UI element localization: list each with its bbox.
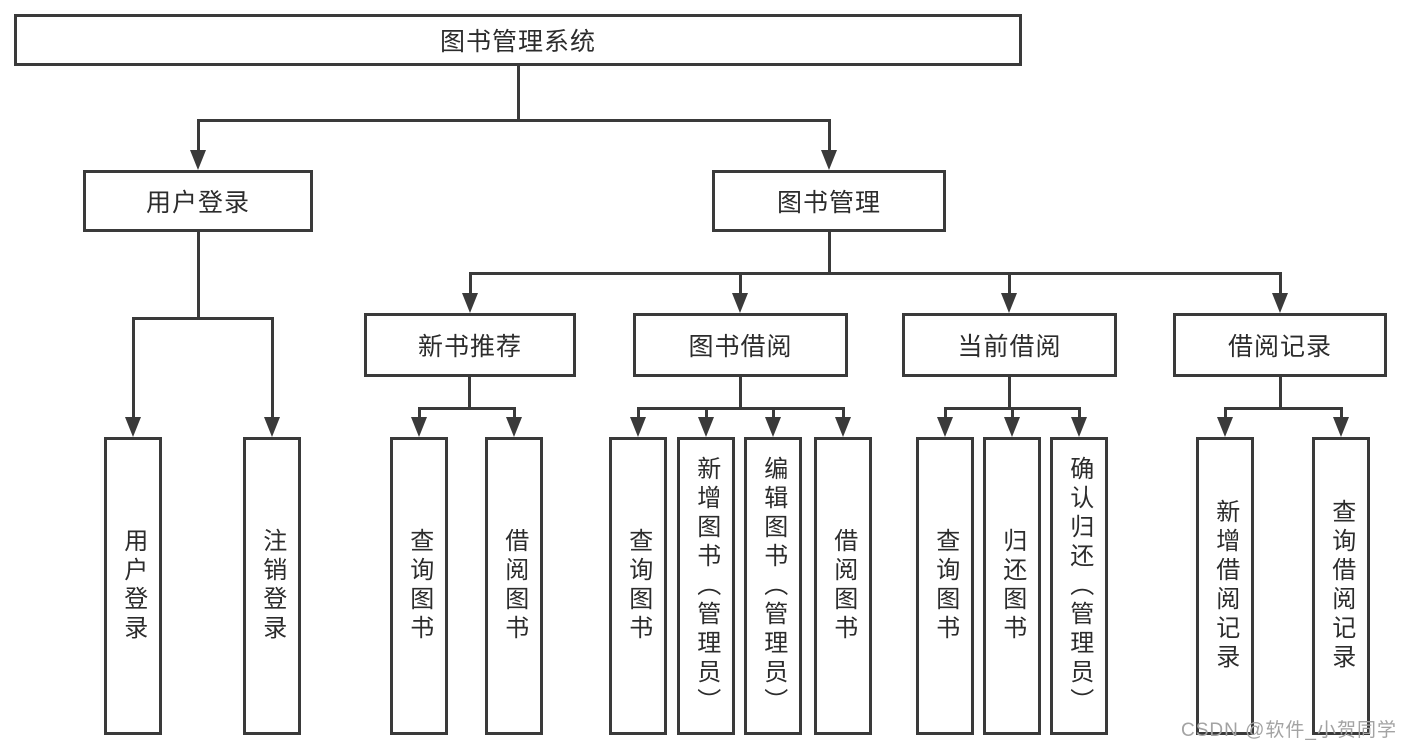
arrow-down-icon: [698, 417, 714, 437]
arrow-down-icon: [411, 417, 427, 437]
node-label: 新增图书（管理员）: [692, 455, 720, 717]
connector-user-login-stem: [197, 119, 200, 153]
arrow-down-icon: [630, 417, 646, 437]
node-new-book-recommend: 新书推荐: [364, 313, 576, 377]
arrow-down-icon: [506, 417, 522, 437]
arrow-down-icon: [264, 417, 280, 437]
arrow-down-icon: [190, 150, 206, 170]
leaf-borrow-books: 借阅图书: [814, 437, 872, 735]
connector-leaf-stem: [1078, 407, 1081, 419]
node-label: 图书借阅: [688, 333, 793, 361]
arrow-down-icon: [1001, 293, 1017, 313]
node-book-borrow: 图书借阅: [633, 313, 848, 377]
connector-branch-stem: [1008, 272, 1011, 295]
arrow-down-icon: [821, 150, 837, 170]
node-label: 借阅记录: [1227, 333, 1332, 361]
connector-branch-stem: [739, 272, 742, 295]
arrow-down-icon: [462, 293, 478, 313]
leaf-return-books: 归还图书: [983, 437, 1041, 735]
node-label: 图书管理: [776, 189, 881, 217]
connector-book-management-down: [828, 230, 831, 275]
connector-borrow-hbar: [637, 407, 845, 410]
connector-records-hbar: [1224, 407, 1343, 410]
connector-recommend-down: [468, 375, 471, 410]
connector-current-down: [1008, 375, 1011, 410]
node-label: 编辑图书（管理员）: [759, 455, 787, 717]
connector-user-login-hbar: [132, 317, 274, 320]
arrow-down-icon: [1333, 417, 1349, 437]
node-book-management: 图书管理: [712, 170, 946, 232]
arrow-down-icon: [1071, 417, 1087, 437]
arrow-down-icon: [765, 417, 781, 437]
leaf-add-borrow-record: 新增借阅记录: [1196, 437, 1254, 735]
leaf-query-books-current: 查询图书: [916, 437, 974, 735]
arrow-down-icon: [732, 293, 748, 313]
arrow-down-icon: [125, 417, 141, 437]
node-label: 查询图书: [624, 528, 652, 644]
node-borrow-records: 借阅记录: [1173, 313, 1387, 377]
leaf-confirm-return-admin: 确认归还（管理员）: [1050, 437, 1108, 735]
connector-leaf-stem: [271, 317, 274, 419]
arrow-down-icon: [835, 417, 851, 437]
connector-leaf-stem: [944, 407, 947, 419]
connector-leaf-stem: [842, 407, 845, 419]
node-label: 用户登录: [145, 189, 250, 217]
leaf-edit-books-admin: 编辑图书（管理员）: [744, 437, 802, 735]
arrow-down-icon: [1004, 417, 1020, 437]
node-label: 图书管理系统: [439, 28, 596, 56]
connector-leaf-stem: [418, 407, 421, 419]
leaf-logout: 注销登录: [243, 437, 301, 735]
connector-book-management-hbar: [469, 272, 1282, 275]
connector-user-login-down: [197, 230, 200, 320]
connector-leaf-stem: [513, 407, 516, 419]
leaf-add-books-admin: 新增图书（管理员）: [677, 437, 735, 735]
connector-leaf-stem: [772, 407, 775, 419]
watermark: CSDN @软件_小贺同学: [1181, 720, 1397, 741]
connector-leaf-stem: [132, 317, 135, 419]
node-label: 确认归还（管理员）: [1065, 455, 1093, 717]
connector-leaf-stem: [1340, 407, 1343, 419]
leaf-query-borrow-record: 查询借阅记录: [1312, 437, 1370, 735]
leaf-borrow-books-recommend: 借阅图书: [485, 437, 543, 735]
node-label: 查询借阅记录: [1327, 499, 1355, 673]
arrow-down-icon: [1217, 417, 1233, 437]
node-label: 新增借阅记录: [1211, 499, 1239, 673]
node-label: 借阅图书: [829, 528, 857, 644]
node-label: 查询图书: [931, 528, 959, 644]
node-label: 查询图书: [405, 528, 433, 644]
connector-leaf-stem: [705, 407, 708, 419]
node-label: 借阅图书: [500, 528, 528, 644]
connector-book-management-stem: [828, 119, 831, 153]
node-label: 当前借阅: [957, 333, 1062, 361]
connector-leaf-stem: [1011, 407, 1014, 419]
node-label: 用户登录: [119, 528, 147, 644]
node-library-management-system: 图书管理系统: [14, 14, 1022, 66]
node-label: 注销登录: [258, 528, 286, 644]
node-label: 新书推荐: [417, 333, 522, 361]
connector-recommend-hbar: [418, 407, 516, 410]
arrow-down-icon: [937, 417, 953, 437]
leaf-user-login: 用户登录: [104, 437, 162, 735]
connector-root-stem: [517, 64, 520, 120]
arrow-down-icon: [1272, 293, 1288, 313]
connector-root-hbar: [197, 119, 831, 122]
connector-leaf-stem: [637, 407, 640, 419]
connector-leaf-stem: [1224, 407, 1227, 419]
leaf-query-books-recommend: 查询图书: [390, 437, 448, 735]
node-label: 归还图书: [998, 528, 1026, 644]
connector-branch-stem: [1279, 272, 1282, 295]
connector-borrow-down: [739, 375, 742, 410]
connector-records-down: [1279, 375, 1282, 410]
connector-branch-stem: [469, 272, 472, 295]
node-current-borrow: 当前借阅: [902, 313, 1117, 377]
leaf-query-books-borrow: 查询图书: [609, 437, 667, 735]
node-user-login: 用户登录: [83, 170, 313, 232]
